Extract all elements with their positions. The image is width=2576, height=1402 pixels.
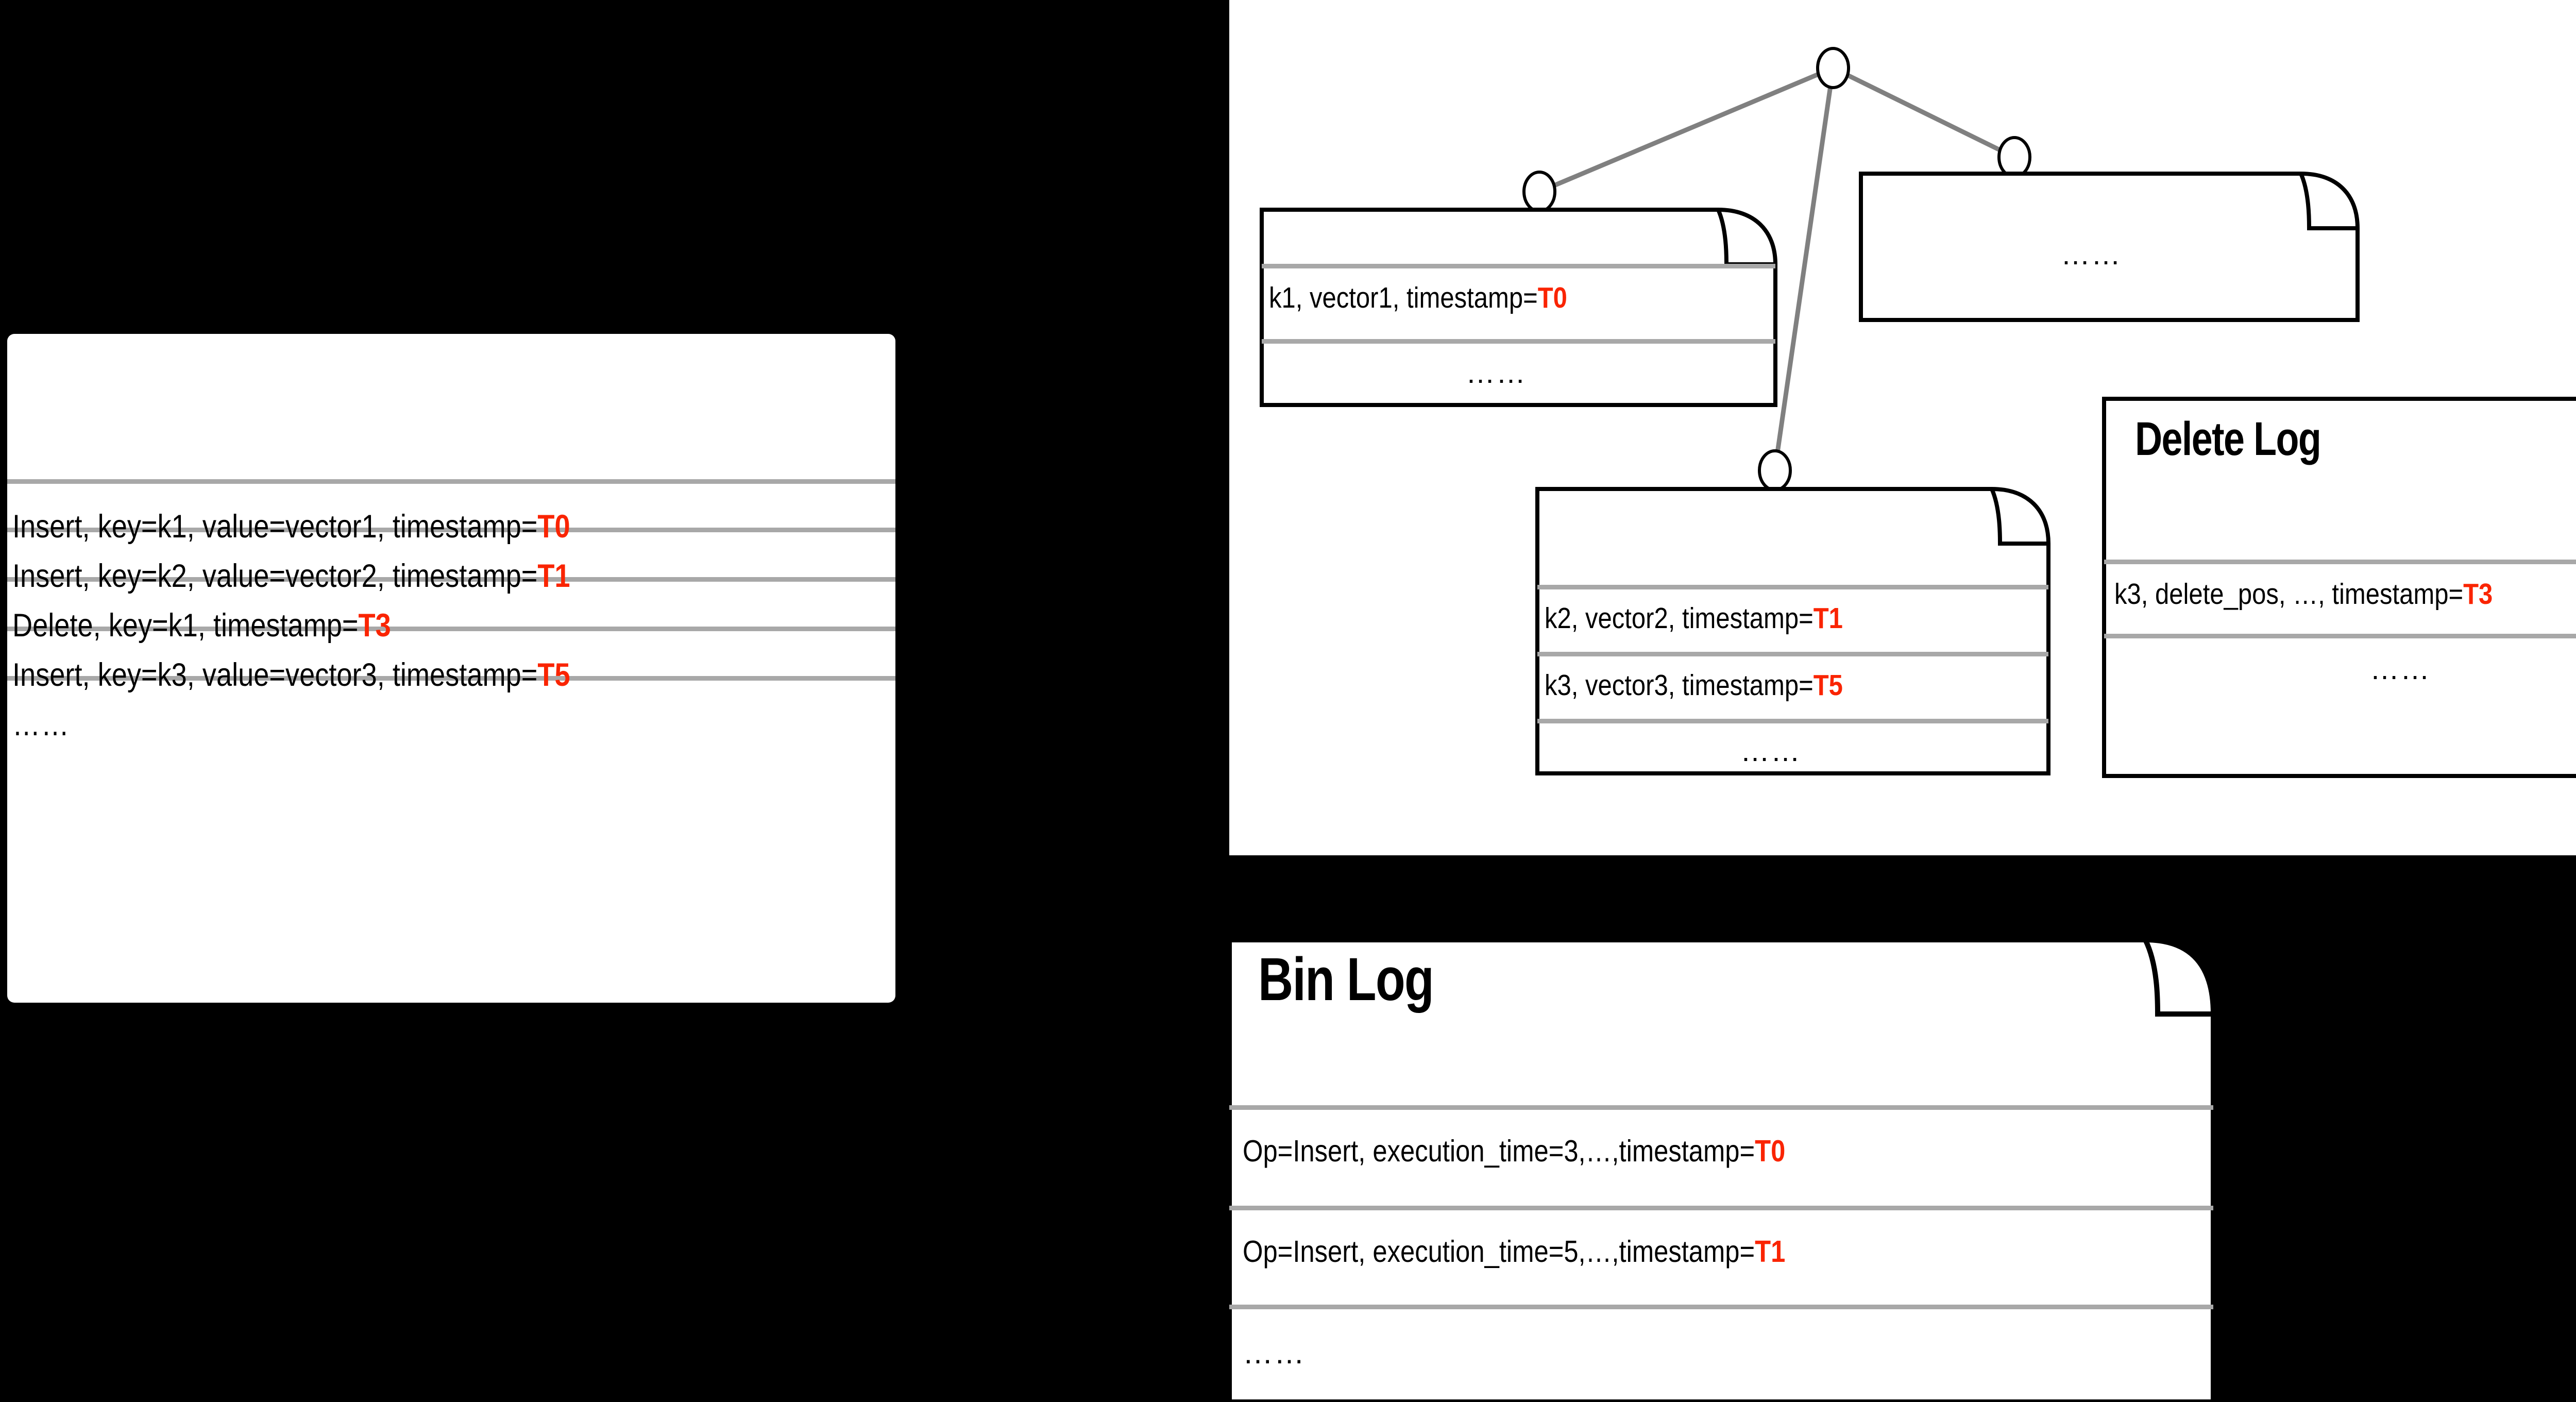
- segment-row-ellipsis: ……: [1466, 357, 1527, 390]
- bin-log-row-text: Op=Insert, execution_time=5,…,timestamp=: [1243, 1235, 1755, 1269]
- segment-row-timestamp: T5: [1813, 669, 1843, 702]
- wal-row-timestamp: T0: [537, 509, 570, 545]
- bin-log-row: Op=Insert, execution_time=3,…,timestamp=…: [1243, 1134, 1785, 1169]
- wal-row-text: ……: [12, 706, 70, 742]
- segment-row-ellipsis: ……: [1740, 735, 1801, 768]
- wal-divider: [7, 627, 895, 631]
- wal-row-timestamp: T1: [537, 558, 570, 594]
- segment-row: k3, vector3, timestamp=T5: [1545, 668, 1843, 702]
- wal-divider: [7, 577, 895, 582]
- bin-log-row-timestamp: T0: [1755, 1134, 1786, 1168]
- segment-row-text: k1, vector1, timestamp=: [1269, 281, 1538, 314]
- wal-divider: [7, 479, 895, 484]
- segment-divider: [1262, 339, 1775, 344]
- bin-log-divider: [1229, 1206, 2213, 1210]
- wal-row-text: Delete, key=k1, timestamp=: [12, 607, 359, 644]
- segment-divider: [1537, 719, 2048, 723]
- bin-log-row: Op=Insert, execution_time=5,…,timestamp=…: [1243, 1234, 1785, 1269]
- segment-ellipsis-document[interactable]: ……: [1859, 172, 2360, 322]
- delete-log-row-text: k3, delete_pos, …, timestamp=: [2114, 578, 2464, 611]
- bin-log-row-text: Op=Insert, execution_time=3,…,timestamp=: [1243, 1134, 1755, 1168]
- wal-row-timestamp: T3: [358, 607, 391, 644]
- wal-title: WAL: [0, 0, 13, 9]
- index-panel: k1, vector1, timestamp=T0 …… …… k2, vect…: [1229, 0, 2576, 855]
- tree-edge-root-left: [1538, 65, 1834, 194]
- wal-card: [7, 334, 895, 1003]
- segment-row: k1, vector1, timestamp=T0: [1269, 281, 1567, 315]
- document-shape: [1260, 208, 1777, 407]
- document-shape: [2102, 397, 2576, 778]
- bin-log-title: Bin Log: [1258, 945, 1434, 1014]
- delete-log-row-timestamp: T3: [2463, 578, 2493, 611]
- wal-divider: [7, 676, 895, 681]
- delete-log-row: k3, delete_pos, …, timestamp=T3: [2114, 577, 2493, 611]
- segment-row-text: k2, vector2, timestamp=: [1545, 602, 1814, 635]
- document-shape: [1535, 487, 2050, 775]
- delete-log-row-ellipsis: ……: [2370, 653, 2431, 686]
- bin-log-row-timestamp: T1: [1755, 1235, 1786, 1269]
- index-title: Index: [0, 0, 14, 9]
- index-tree: [1522, 47, 2031, 492]
- wal-row-ellipsis: ……: [12, 706, 70, 743]
- delete-log-divider: [2104, 634, 2576, 638]
- bin-log-divider: [1229, 1305, 2213, 1309]
- tree-edge-root-bottom: [1772, 67, 1836, 471]
- bin-log-document[interactable]: Bin Log Op=Insert, execution_time=3,…,ti…: [1227, 937, 2216, 1402]
- wal-row-timestamp: T5: [537, 657, 570, 693]
- segment-divider: [1537, 652, 2048, 656]
- document-shape: [1227, 937, 2216, 1402]
- segment-row: k2, vector2, timestamp=T1: [1545, 601, 1843, 635]
- wal-row: Delete, key=k1, timestamp=T3: [12, 607, 391, 644]
- left-child-node-circle[interactable]: [1522, 171, 1556, 213]
- document-shape: [1859, 172, 2360, 322]
- delete-log-title: Delete Log: [2135, 413, 2321, 465]
- bin-log-divider: [1229, 1105, 2213, 1110]
- tree-edge-root-right: [1832, 65, 2015, 160]
- wal-row: Insert, key=k1, value=vector1, timestamp…: [12, 508, 570, 545]
- segment-k1-document[interactable]: k1, vector1, timestamp=T0 ……: [1260, 208, 1777, 407]
- wal-row: Insert, key=k3, value=vector3, timestamp…: [12, 656, 570, 694]
- delete-log-document[interactable]: Delete Log k3, delete_pos, …, timestamp=…: [2102, 397, 2576, 778]
- wal-row: Insert, key=k2, value=vector2, timestamp…: [12, 558, 570, 595]
- root-node-circle[interactable]: [1816, 47, 1850, 89]
- segment-row-timestamp: T1: [1813, 602, 1843, 635]
- bottom-child-node-circle[interactable]: [1758, 449, 1792, 492]
- segment-row-ellipsis: ……: [2061, 238, 2122, 271]
- segment-divider: [1537, 585, 2048, 589]
- delete-log-divider: [2104, 560, 2576, 564]
- segment-k2-k3-document[interactable]: k2, vector2, timestamp=T1 k3, vector3, t…: [1535, 487, 2050, 775]
- wal-row-text: Insert, key=k1, value=vector1, timestamp…: [12, 509, 538, 545]
- segment-row-timestamp: T0: [1537, 281, 1567, 314]
- wal-row-text: Insert, key=k2, value=vector2, timestamp…: [12, 558, 538, 594]
- right-child-node-circle[interactable]: [1997, 136, 2031, 178]
- bin-log-row-ellipsis: ……: [1243, 1336, 1306, 1370]
- segment-row-text: k3, vector3, timestamp=: [1545, 669, 1814, 702]
- wal-divider: [7, 528, 895, 532]
- segment-divider: [1262, 264, 1775, 268]
- wal-row-text: Insert, key=k3, value=vector3, timestamp…: [12, 657, 538, 693]
